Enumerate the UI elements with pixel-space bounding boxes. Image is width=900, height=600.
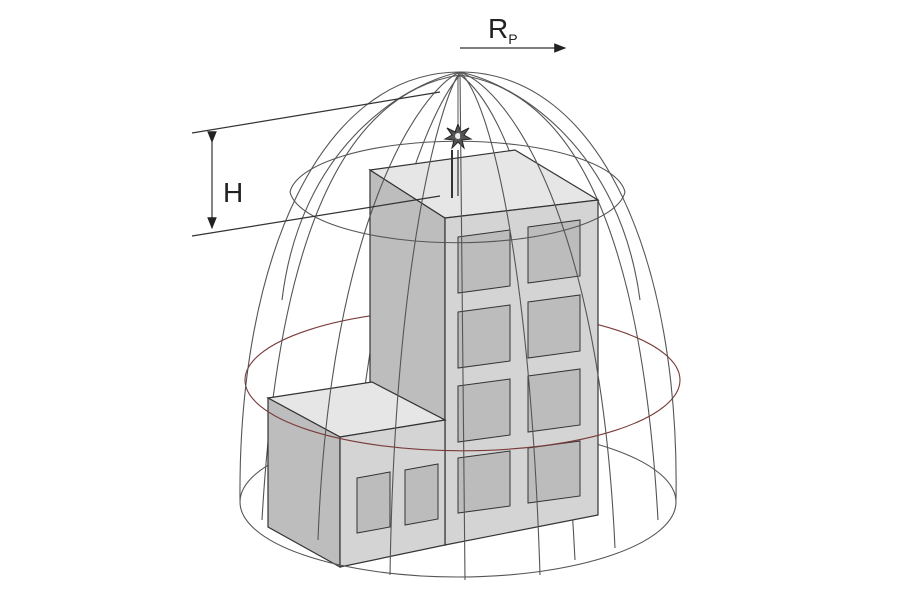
radius-subscript: P bbox=[508, 31, 517, 47]
building bbox=[266, 149, 600, 569]
dome-front-wires bbox=[239, 71, 681, 581]
window bbox=[527, 294, 581, 359]
window bbox=[527, 219, 581, 284]
window bbox=[527, 368, 581, 433]
spark-icon bbox=[443, 122, 473, 150]
radius-indicator: RP bbox=[460, 13, 567, 53]
air-terminal bbox=[443, 75, 473, 198]
height-dimension: H bbox=[191, 91, 441, 237]
annex-windows bbox=[356, 463, 439, 534]
window bbox=[457, 378, 511, 443]
window bbox=[356, 471, 391, 534]
height-label: H bbox=[223, 177, 243, 208]
radius-main: R bbox=[488, 13, 508, 44]
window bbox=[457, 229, 511, 294]
radius-label: RP bbox=[488, 13, 518, 47]
window bbox=[457, 450, 511, 514]
window bbox=[457, 304, 511, 369]
window bbox=[404, 463, 439, 526]
